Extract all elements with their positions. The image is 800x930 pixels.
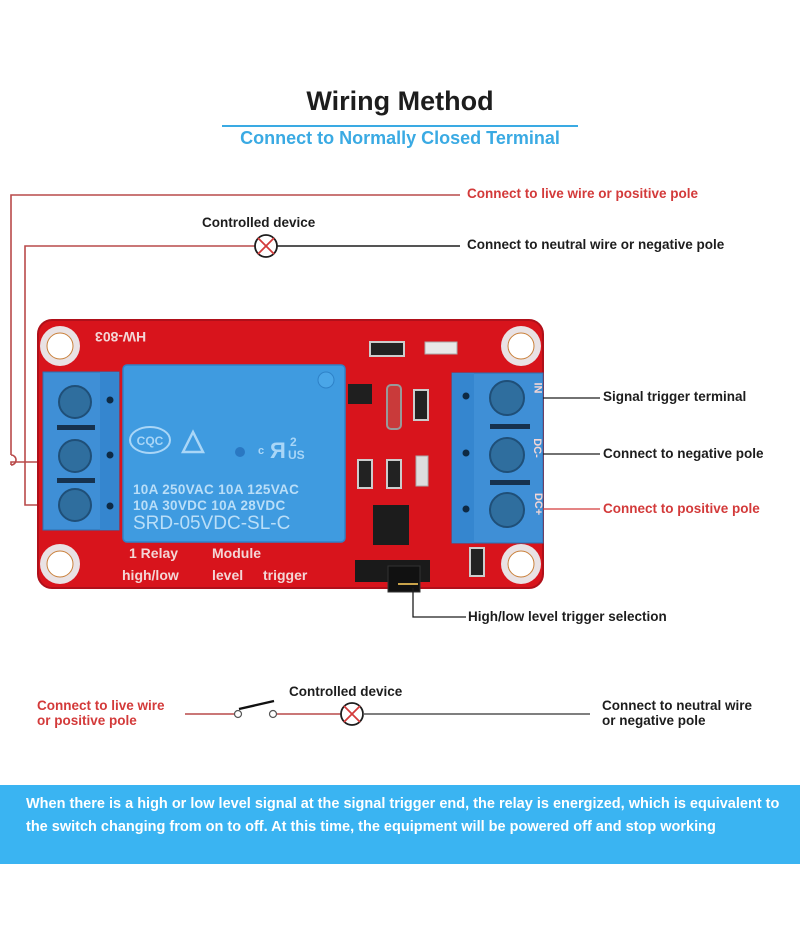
jumper-pointer (412, 588, 466, 618)
svg-text:Я: Я (270, 438, 286, 463)
pin-label-dc-plus: DC+ (532, 492, 545, 516)
input-terminal-block (451, 372, 544, 544)
schematic-lamp-icon (340, 702, 364, 726)
positive-pole-label: Connect to positive pole (603, 501, 760, 516)
info-banner (0, 785, 800, 864)
schematic-live-label-2: or positive pole (37, 713, 137, 728)
silkscreen-level: level (212, 567, 244, 583)
silkscreen-module: Module (212, 545, 261, 561)
silkscreen-relay: 1 Relay (129, 545, 179, 561)
relay-part-number: SRD-05VDC-SL-C (133, 513, 291, 534)
controlled-device-label: Controlled device (202, 215, 316, 230)
schematic-live-label-1: Connect to live wire (37, 698, 165, 713)
board-model-label: HW-803 (95, 329, 147, 345)
mounting-hole (501, 326, 541, 366)
smd-components (348, 341, 485, 577)
neutral-wire-label: Connect to neutral wire or negative pole (467, 237, 725, 252)
output-terminal-block (42, 371, 120, 531)
schematic-device-label: Controlled device (289, 684, 403, 699)
info-banner-text: When there is a high or low level signal… (26, 796, 780, 835)
svg-text:CQC: CQC (137, 434, 164, 448)
svg-text:c: c (258, 445, 264, 457)
relay-rating-line-1: 10A 250VAC 10A 125VAC (133, 482, 300, 497)
page-title: Wiring Method (306, 86, 494, 116)
pin-label-dc-minus: DC- (530, 438, 543, 458)
live-wire (10, 194, 460, 466)
mounting-hole (40, 544, 80, 584)
silkscreen-trigger: trigger (263, 567, 308, 583)
mounting-hole (40, 326, 80, 366)
mounting-hole (501, 544, 541, 584)
signal-trigger-label: Signal trigger terminal (603, 389, 747, 404)
switch-icon (233, 699, 278, 719)
trigger-selection-label: High/low level trigger selection (468, 609, 667, 624)
schematic-neutral-label-2: or negative pole (602, 713, 706, 728)
silkscreen-high-low: high/low (122, 567, 179, 583)
device-wire (24, 245, 257, 506)
svg-text:US: US (288, 448, 305, 462)
lamp-icon (254, 234, 278, 258)
title-divider (222, 125, 578, 127)
page-subtitle: Connect to Normally Closed Terminal (240, 128, 560, 148)
pin-label-in: IN (531, 382, 544, 394)
svg-text:2: 2 (290, 435, 297, 449)
schematic-neutral-label-1: Connect to neutral wire (602, 698, 753, 713)
negative-pole-label: Connect to negative pole (603, 446, 764, 461)
relay-module-board: CQC c Я 2 US (37, 319, 544, 593)
relay-rating-line-2: 10A 30VDC 10A 28VDC (133, 498, 286, 513)
live-wire-label: Connect to live wire or positive pole (467, 186, 699, 201)
relay-component: CQC c Я 2 US (122, 364, 346, 543)
trigger-jumper (355, 560, 430, 593)
